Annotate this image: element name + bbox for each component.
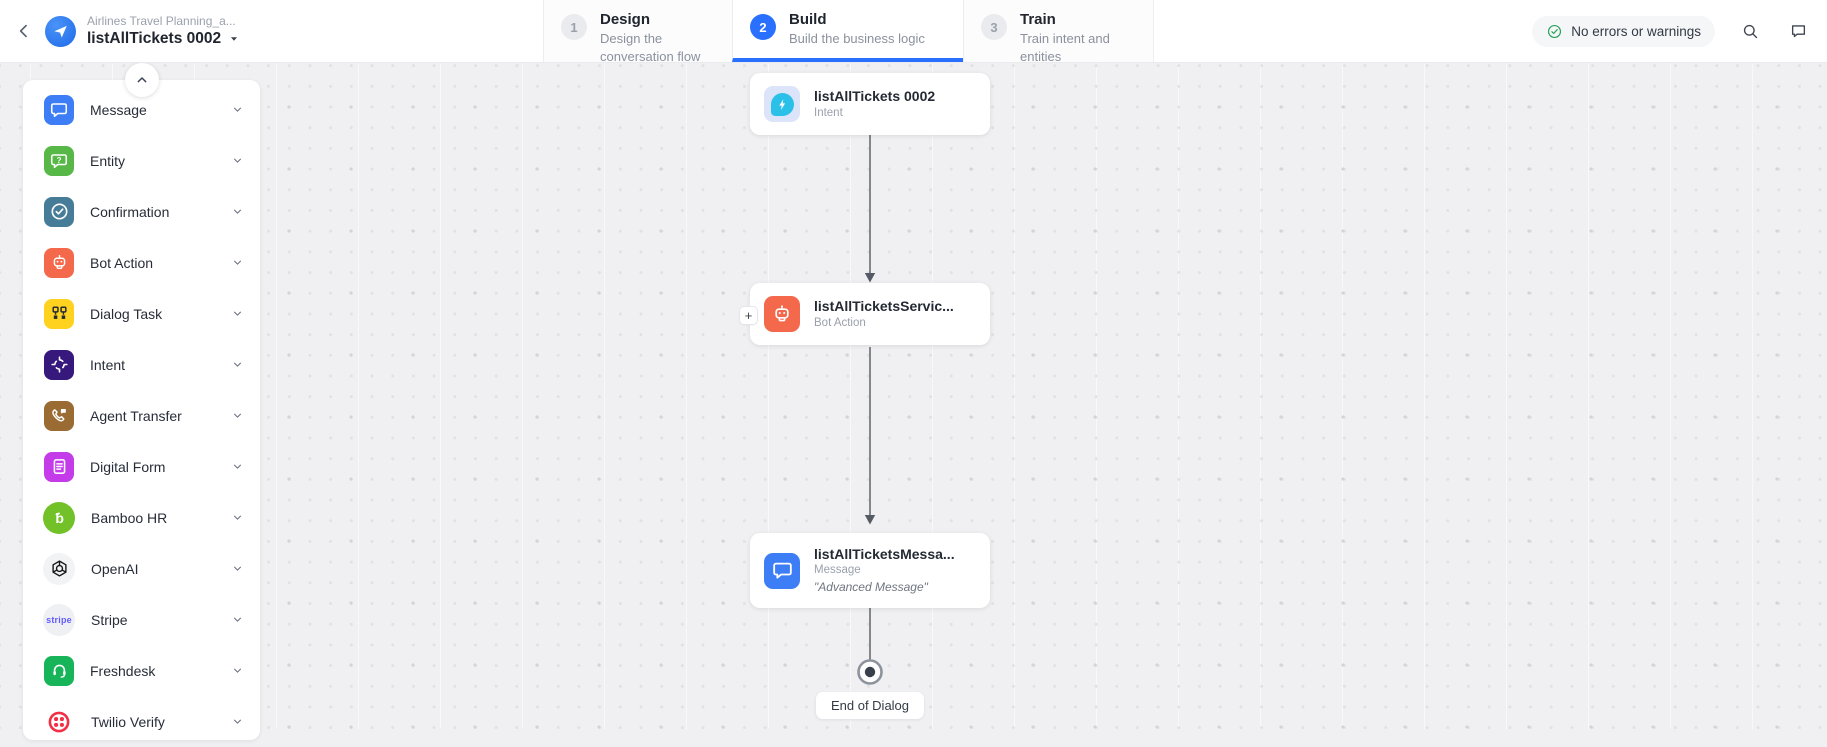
title-block: Airlines Travel Planning_a... listAllTic… [87, 14, 241, 48]
message-node-icon [764, 552, 800, 589]
bot-action-node-icon [764, 296, 800, 332]
header-left: Airlines Travel Planning_a... listAllTic… [10, 0, 241, 62]
stripe-icon: stripe [43, 603, 75, 636]
add-node-button[interactable]: + [740, 307, 757, 324]
bamboo-hr-icon [43, 501, 75, 534]
sidebar-item-openai[interactable]: OpenAI [23, 543, 260, 594]
chevron-down-icon[interactable] [231, 562, 244, 575]
tab-build[interactable]: 2 Build Build the business logic [732, 0, 963, 62]
flow-connectors [857, 135, 883, 685]
sidebar-item-confirmation[interactable]: Confirmation [23, 186, 260, 237]
node-title: listAllTickets 0002 [814, 88, 936, 105]
app-avatar [45, 15, 76, 47]
digital-form-icon [44, 451, 74, 482]
sidebar-item-bamboo-hr[interactable]: Bamboo HR [23, 492, 260, 543]
confirmation-icon [44, 196, 74, 227]
chevron-down-icon[interactable] [231, 256, 244, 269]
chevron-down-icon[interactable] [231, 205, 244, 218]
chevron-down-icon[interactable] [231, 103, 244, 116]
dialog-task-icon [44, 298, 74, 329]
flow-node-bot-action[interactable]: listAllTicketsServic... Bot Action [750, 283, 990, 345]
end-of-dialog-node [857, 659, 883, 685]
lightning-bolt-icon [770, 92, 794, 116]
node-palette-sidebar: Message Entity Confirmation Bot Action D… [23, 63, 260, 740]
chevron-left-icon [14, 21, 34, 41]
status-text: No errors or warnings [1571, 23, 1701, 39]
chevron-down-icon[interactable] [231, 460, 244, 473]
dialog-name-dropdown[interactable]: listAllTickets 0002 [87, 29, 241, 48]
sidebar-item-entity[interactable]: Entity [23, 135, 260, 186]
tab-train-step-badge: 3 [981, 14, 1007, 40]
header-right: No errors or warnings [1532, 0, 1811, 62]
top-header: Airlines Travel Planning_a... listAllTic… [0, 0, 1827, 64]
message-icon [44, 94, 74, 125]
status-badge: No errors or warnings [1532, 15, 1715, 47]
tab-train-label: Train [1020, 11, 1056, 28]
search-button[interactable] [1737, 18, 1763, 44]
tab-build-step-badge: 2 [750, 14, 776, 40]
caret-down-icon [227, 32, 241, 46]
node-type: Bot Action [814, 316, 866, 329]
sidebar-item-message[interactable]: Message [23, 84, 260, 135]
collapse-palette-button[interactable] [124, 63, 159, 97]
sidebar-item-digital-form[interactable]: Digital Form [23, 441, 260, 492]
chevron-down-icon[interactable] [231, 715, 244, 728]
sidebar-item-dialog-task[interactable]: Dialog Task [23, 288, 260, 339]
flow-canvas[interactable]: listAllTickets 0002 Intent + listAllTick… [0, 62, 1827, 740]
agent-transfer-icon [44, 400, 74, 431]
search-icon [1741, 22, 1760, 41]
sidebar-item-stripe[interactable]: stripe Stripe [23, 594, 260, 645]
sidebar-item-agent-transfer[interactable]: Agent Transfer [23, 390, 260, 441]
chevron-up-icon [134, 72, 150, 88]
chevron-down-icon[interactable] [231, 613, 244, 626]
dialog-name: listAllTickets 0002 [87, 29, 222, 47]
twilio-icon [43, 705, 75, 738]
tab-design-step-badge: 1 [561, 14, 587, 40]
tab-build-description: Build the business logic [789, 31, 925, 47]
comments-button[interactable] [1785, 18, 1811, 44]
chevron-down-icon[interactable] [231, 358, 244, 371]
sidebar-item-twilio-verify[interactable]: Twilio Verify [23, 696, 260, 747]
app-name: Airlines Travel Planning_a... [87, 13, 236, 28]
chat-icon [1789, 22, 1808, 41]
airplane-icon [52, 23, 69, 40]
tab-design-label: Design [600, 11, 651, 28]
chevron-down-icon[interactable] [231, 409, 244, 422]
tab-build-label: Build [789, 11, 827, 28]
step-tabs: 1 Design Design the conversation flow 2 … [543, 0, 1154, 64]
flow-node-message[interactable]: listAllTicketsMessa... Message "Advanced… [750, 533, 990, 608]
node-note: "Advanced Message" [814, 580, 928, 595]
chevron-down-icon[interactable] [231, 664, 244, 677]
sidebar-item-freshdesk[interactable]: Freshdesk [23, 645, 260, 696]
tab-design[interactable]: 1 Design Design the conversation flow [543, 0, 732, 64]
tab-train-description: Train intent and entities [1020, 31, 1110, 64]
intent-node-icon [764, 86, 800, 122]
tab-design-description: Design the conversation flow [600, 31, 701, 64]
entity-icon [44, 145, 74, 176]
chevron-down-icon[interactable] [231, 511, 244, 524]
check-circle-icon [1546, 23, 1563, 40]
node-type: Intent [814, 106, 843, 119]
chevron-down-icon[interactable] [231, 307, 244, 320]
flow-node-intent[interactable]: listAllTickets 0002 Intent [750, 73, 990, 135]
bot-action-icon [44, 247, 74, 278]
sidebar-item-bot-action[interactable]: Bot Action [23, 237, 260, 288]
back-button[interactable] [10, 17, 38, 45]
openai-icon [43, 552, 75, 585]
chevron-down-icon[interactable] [231, 154, 244, 167]
tab-train[interactable]: 3 Train Train intent and entities [963, 0, 1154, 64]
node-type: Message [814, 564, 861, 577]
freshdesk-icon [44, 655, 74, 686]
end-of-dialog-label: End of Dialog [815, 692, 925, 719]
intent-icon [44, 349, 74, 380]
sidebar-item-intent[interactable]: Intent [23, 339, 260, 390]
node-title: listAllTicketsServic... [814, 298, 954, 315]
node-title: listAllTicketsMessa... [814, 546, 955, 563]
